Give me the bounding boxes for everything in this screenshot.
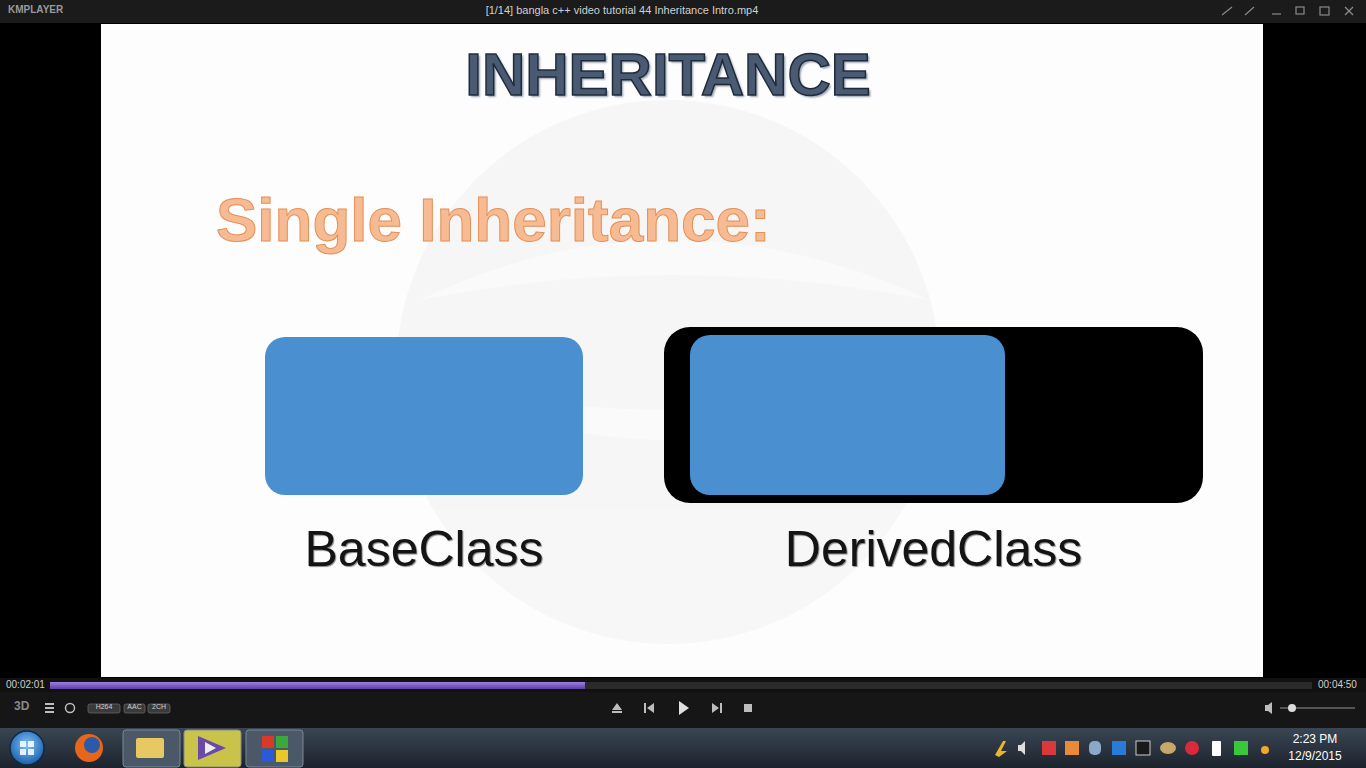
clock-time-holder: 2:23 PM (1275, 733, 1355, 747)
total-time-holder: 00:04:50 (1318, 679, 1357, 691)
seek-bar (0, 678, 1366, 692)
codec-badge: AAC (124, 703, 145, 711)
clock-date-holder: 12/9/2015 (1275, 750, 1355, 764)
derived-class-block: DerivedClass (664, 327, 1203, 503)
mode-button-holder: 3D (14, 700, 29, 714)
window-title-holder: [1/14] bangla c++ video tutorial 44 Inhe… (250, 4, 994, 17)
class-name-holder: BaseClass (205, 521, 643, 579)
codec-badge: 2CH (148, 703, 170, 711)
slide-title: INHERITANCE (318, 40, 1018, 109)
control-bar (0, 692, 1366, 728)
class-name: BaseClass (205, 521, 643, 579)
inherited-base-part (690, 335, 1005, 495)
total-time: 00:04:50 (1318, 679, 1357, 691)
class-name-holder: DerivedClass (604, 521, 1263, 579)
elapsed-time: 00:02:01 (6, 679, 45, 691)
window-title: [1/14] bangla c++ video tutorial 44 Inhe… (250, 4, 994, 17)
slide (101, 24, 1263, 677)
clock-date: 12/9/2015 (1275, 750, 1355, 764)
slide-title-holder: INHERITANCE (318, 40, 1018, 109)
player-controls (45, 701, 1355, 715)
taskbar-icons (10, 730, 303, 767)
tray-icons (995, 741, 1269, 757)
codec-badge: H264 (88, 703, 120, 711)
mode-button: 3D (14, 700, 29, 714)
codec-badges (88, 704, 170, 713)
seek-track (50, 682, 1312, 689)
video-area (0, 23, 1366, 678)
app-name-holder: KMPLAYER (8, 4, 63, 16)
slide-subtitle-holder: Single Inheritance: (216, 184, 771, 255)
clock-time: 2:23 PM (1275, 733, 1355, 747)
codec-badge-holder: 2CH (148, 703, 170, 711)
class-name: DerivedClass (604, 521, 1263, 579)
window-buttons (1222, 7, 1353, 15)
codec-badge-holder: AAC (124, 703, 145, 711)
base-class-block: BaseClass (265, 337, 583, 495)
title-bar (0, 0, 1366, 23)
taskbar (0, 728, 1366, 768)
codec-badge-holder: H264 (88, 703, 120, 711)
app-name: KMPLAYER (8, 4, 63, 16)
seek-progress (50, 682, 585, 689)
elapsed-time-holder: 00:02:01 (6, 679, 45, 691)
slide-subtitle: Single Inheritance: (216, 184, 771, 255)
